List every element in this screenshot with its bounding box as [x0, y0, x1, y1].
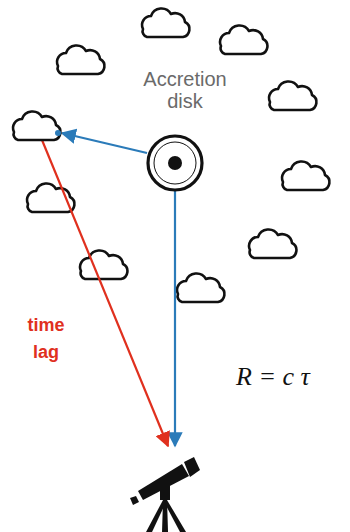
- cloud: [282, 161, 329, 190]
- disk-label: Accretion disk: [135, 68, 235, 112]
- light-ray: [174, 188, 176, 446]
- reflecting-cloud: [13, 111, 60, 140]
- disk-inner-ring: [154, 142, 196, 184]
- cloud: [27, 183, 74, 212]
- cloud: [142, 8, 189, 37]
- cloud: [269, 81, 316, 110]
- time-lag-label: time lag: [16, 312, 76, 366]
- cloud: [220, 25, 267, 54]
- ray-dot: [55, 130, 61, 136]
- formula: R = c τ: [236, 362, 310, 392]
- light-ray: [62, 133, 147, 153]
- clouds: [27, 8, 329, 302]
- cloud: [249, 229, 296, 258]
- disk-symbol: [144, 132, 206, 194]
- cloud: [177, 273, 224, 302]
- disk-ring: [148, 136, 202, 190]
- black-hole: [168, 156, 182, 170]
- telescope-symbol: [130, 457, 200, 532]
- cloud: [80, 250, 127, 279]
- cloud: [57, 45, 104, 74]
- accretion-disk: Accretion disk: [135, 68, 235, 194]
- echo-ray: [42, 140, 168, 446]
